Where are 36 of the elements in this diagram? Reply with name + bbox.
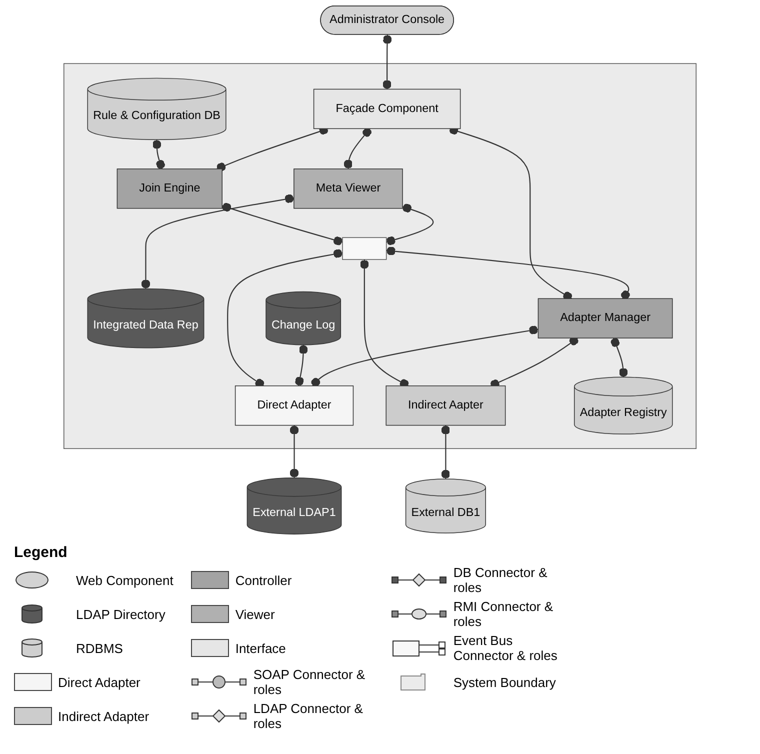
connector [311, 326, 538, 387]
node-box: Indirect Aapter [386, 385, 506, 426]
connector [386, 204, 434, 246]
connector [295, 344, 308, 386]
legend-text: LDAP Connector & roles [253, 701, 364, 731]
node-box: Façade Component [313, 88, 461, 130]
node-box: Adapter Manager [538, 298, 673, 338]
connector [141, 194, 294, 289]
connector [222, 202, 343, 246]
legend-text: Direct Adapter [58, 674, 140, 690]
connector [441, 425, 450, 479]
legend-text: RDBMS [76, 640, 123, 656]
legend-text: Controller [235, 572, 292, 588]
legend-text: Web Component [76, 572, 174, 588]
connector [344, 128, 372, 169]
legend-text: DB Connector & roles [453, 565, 548, 595]
connector [290, 425, 299, 478]
connector [382, 34, 392, 90]
legend-text: RMI Connector & roles [453, 599, 554, 629]
legend-title: Legend [14, 544, 68, 561]
legend-text: System Boundary [453, 674, 556, 690]
node-bar [342, 237, 387, 260]
legend-text: Viewer [235, 606, 275, 622]
connector [360, 260, 409, 388]
legend-text: Interface [235, 640, 286, 656]
connector [610, 338, 628, 378]
connector [386, 246, 630, 300]
node-box: Meta Viewer [294, 168, 403, 209]
legend-text: Indirect Adapter [58, 708, 150, 724]
cluster [64, 63, 696, 449]
node-box: Join Engine [116, 168, 222, 209]
connector [152, 140, 165, 170]
legend-text: Event Bus Connector & roles [453, 633, 558, 663]
legend-text: SOAP Connector & roles [253, 667, 366, 697]
node-box: Direct Adapter [234, 385, 354, 426]
legend-text: LDAP Directory [76, 606, 166, 622]
